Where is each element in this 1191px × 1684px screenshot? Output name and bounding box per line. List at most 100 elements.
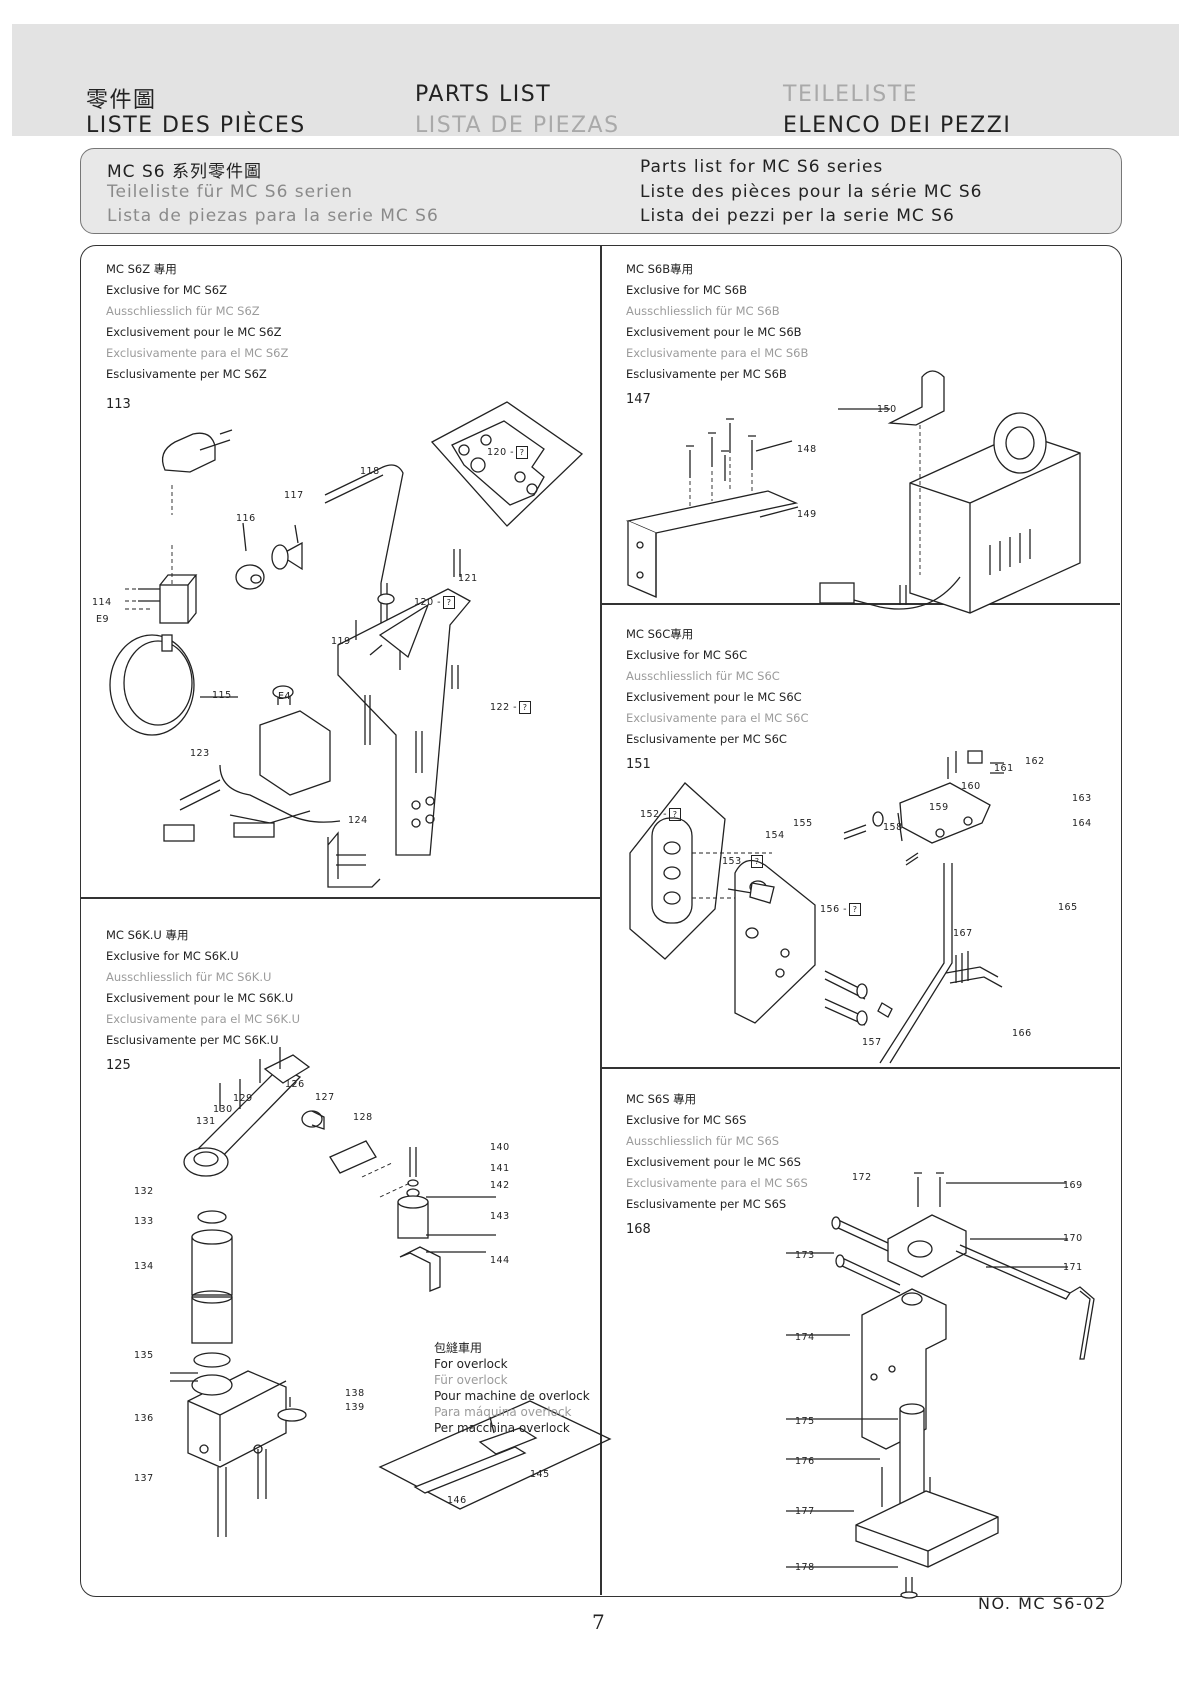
callout-127: 127 — [315, 1092, 335, 1103]
panel-s6z-ref: 113 — [106, 397, 131, 412]
callout-E4: E4 — [278, 691, 292, 702]
panel-s6ku-caption: MC S6K.U 專用 Exclusive for MC S6K.U Aussc… — [106, 928, 301, 1047]
s6ku-exploded-drawing — [170, 1047, 612, 1537]
callout-143: 143 — [490, 1211, 510, 1222]
s6b-motor — [909, 432, 1081, 614]
s6b-exploded-drawing — [625, 370, 1081, 614]
s6z-switch — [159, 584, 189, 624]
callout-144: 144 — [490, 1255, 510, 1266]
s6z-clip-124 — [327, 831, 381, 888]
s6z-box-E4 — [259, 710, 331, 796]
series-title-de: Teileliste für MC S6 serien — [107, 182, 354, 202]
callout-167: 167 — [953, 928, 973, 939]
s6s-screws-169 — [917, 1177, 941, 1207]
s6ku-pipe-128 — [329, 1140, 377, 1174]
left-row-divider — [80, 897, 600, 899]
callout-176: 176 — [795, 1456, 815, 1467]
s6ku-tube-134 — [191, 1236, 233, 1296]
callout-146: 146 — [447, 1495, 467, 1506]
s6c-rod-165 — [879, 863, 953, 1064]
page-number: 7 — [592, 1610, 605, 1634]
header-title-it: ELENCO DEI PEZZI — [783, 113, 1012, 138]
panel-s6ku-ref: 125 — [106, 1058, 131, 1073]
s6s-exploded-drawing — [786, 1172, 1095, 1599]
s6z-rod-118 — [324, 464, 404, 584]
callout-115: 115 — [212, 690, 232, 701]
series-title-en: Parts list for MC S6 series — [640, 157, 884, 177]
series-title-box — [80, 148, 1122, 234]
callout-130: 130 — [213, 1104, 233, 1115]
header-band — [12, 24, 1179, 136]
panel-s6b-caption: MC S6B專用 Exclusive for MC S6B Ausschlies… — [626, 262, 809, 381]
callout-133: 133 — [134, 1216, 154, 1227]
panel-s6c-caption: MC S6C專用 Exclusive for MC S6C Ausschlies… — [626, 627, 809, 746]
callout-124: 124 — [348, 815, 368, 826]
callout-118: 118 — [360, 466, 380, 477]
series-title-it: Lista dei pezzi per la serie MC S6 — [640, 206, 955, 226]
callout-129: 129 — [233, 1093, 253, 1104]
callout-172: 172 — [852, 1172, 872, 1183]
callout-134: 134 — [134, 1261, 154, 1272]
callout-131: 131 — [196, 1116, 216, 1127]
callout-132: 132 — [134, 1186, 154, 1197]
callout-177: 177 — [795, 1506, 815, 1517]
s6b-connector — [819, 582, 855, 604]
callout-140: 140 — [490, 1142, 510, 1153]
callout-116: 116 — [236, 513, 256, 524]
callout-159: 159 — [929, 802, 949, 813]
callout-165: 165 — [1058, 902, 1078, 913]
callout-123: 123 — [190, 748, 210, 759]
callout-142: 142 — [490, 1180, 510, 1191]
callout-120: 120 -? — [414, 596, 456, 609]
callout-137: 137 — [134, 1473, 154, 1484]
s6b-mount-150 — [887, 370, 945, 426]
s6s-bracket-174 — [861, 1288, 947, 1450]
s6c-exploded-drawing — [629, 750, 1004, 1064]
s6z-main-bracket — [337, 588, 472, 856]
s6z-inset-120 — [430, 401, 584, 527]
callout-163: 163 — [1072, 793, 1092, 804]
series-title-es: Lista de piezas para la serie MC S6 — [107, 206, 439, 226]
callout-153: 153 -? — [722, 855, 764, 868]
s6z-connector — [163, 824, 195, 842]
header-title-es: LISTA DE PIEZAS — [415, 113, 620, 138]
callout-E9: E9 — [96, 614, 110, 625]
s6b-bracket-149 — [625, 490, 799, 534]
panel-s6s-caption: MC S6S 專用 Exclusive for MC S6S Ausschlie… — [626, 1092, 808, 1211]
s6z-lamp-shade — [109, 634, 195, 736]
s6z-mount — [161, 432, 216, 473]
s6z-exploded-drawing — [109, 401, 584, 888]
callout-170: 170 — [1063, 1233, 1083, 1244]
callout-126: 126 — [285, 1079, 305, 1090]
right-row-divider-2 — [600, 1067, 1120, 1069]
callout-166: 166 — [1012, 1028, 1032, 1039]
header-title-de: TEILELISTE — [783, 82, 919, 107]
series-title-zh: MC S6 系列零件圖 — [107, 162, 262, 182]
s6c-inset-152 — [629, 782, 726, 960]
panel-s6s-ref: 168 — [626, 1222, 651, 1237]
header-title-en: PARTS LIST — [415, 82, 552, 107]
callout-169: 169 — [1063, 1180, 1083, 1191]
right-row-divider-1 — [600, 603, 1120, 605]
callout-121: 121 — [458, 573, 478, 584]
s6ku-overlock-inset — [378, 1400, 612, 1510]
callout-148: 148 — [797, 444, 817, 455]
s6s-base-177 — [855, 1490, 999, 1568]
document-number: NO. MC S6-02 — [978, 1594, 1107, 1613]
callout-160: 160 — [961, 781, 981, 792]
s6z-cone-117 — [278, 541, 303, 571]
callout-150: 150 — [877, 404, 897, 415]
callout-145: 145 — [530, 1469, 550, 1480]
callout-136: 136 — [134, 1413, 154, 1424]
callout-174: 174 — [795, 1332, 815, 1343]
callout-152: 152 -? — [640, 808, 682, 821]
callout-173: 173 — [795, 1250, 815, 1261]
panel-s6z-caption: MC S6Z 專用 Exclusive for MC S6Z Ausschlie… — [106, 262, 289, 381]
callout-156: 156 -? — [820, 903, 862, 916]
panel-s6c-ref: 151 — [626, 757, 651, 772]
callout-155: 155 — [793, 818, 813, 829]
header-title-fr: LISTE DES PIÈCES — [86, 113, 306, 138]
callout-178: 178 — [795, 1562, 815, 1573]
series-title-fr: Liste des pièces pour la série MC S6 — [640, 182, 983, 202]
callout-120-top: 120 -? — [487, 446, 529, 459]
